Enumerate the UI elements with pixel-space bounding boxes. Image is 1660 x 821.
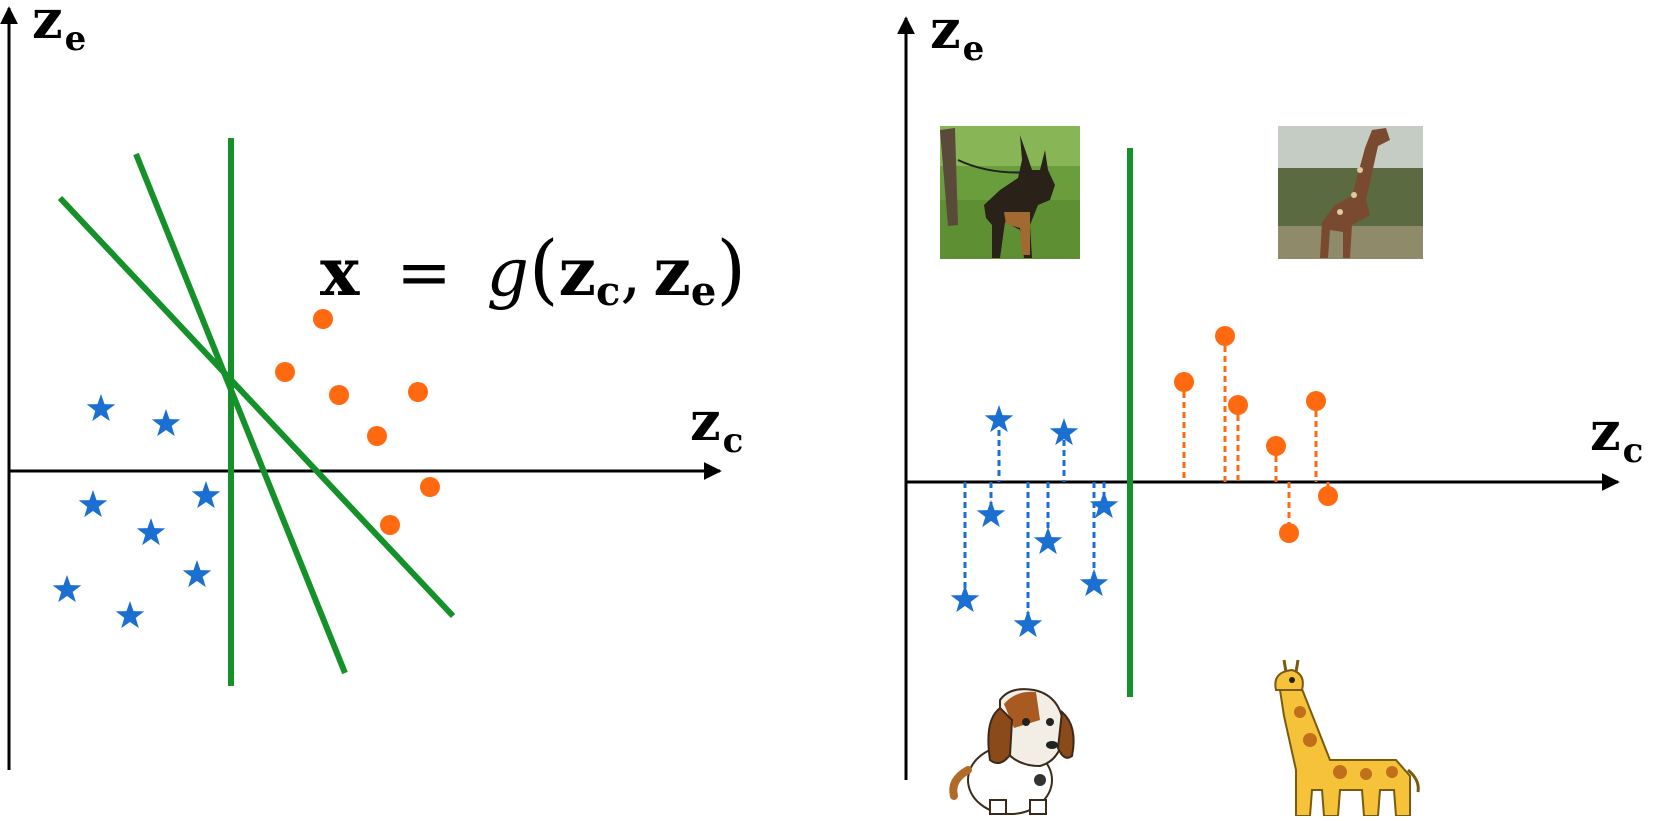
equation: x = g(zc,ze) [320, 224, 746, 315]
class-star-marker [984, 405, 1014, 433]
class-star-marker [78, 490, 108, 518]
giraffe-cartoon-image [1274, 659, 1420, 817]
class-star-marker [950, 585, 980, 613]
left-x-axis-label: zc [690, 389, 743, 461]
class-dot-marker [275, 362, 295, 382]
right-panel: ze zc [897, 0, 1643, 817]
class-star-marker [1033, 527, 1063, 555]
class-dot-marker [408, 382, 428, 402]
right-y-axis-label: ze [930, 0, 984, 69]
class-star-marker [1079, 569, 1109, 597]
class-star-marker [191, 481, 221, 509]
giraffe-photo-image [1278, 126, 1423, 259]
class-dot-marker [380, 515, 400, 535]
class-star-marker [86, 394, 116, 422]
left-panel: ze zc x = g(zc,ze) [0, 0, 746, 770]
class-dot-marker [1266, 436, 1286, 456]
dog-cartoon-image [949, 688, 1075, 815]
class-star-marker [1013, 610, 1043, 638]
class-star-marker [151, 409, 181, 437]
star-connectors [963, 430, 1106, 625]
class-dot-marker [1318, 486, 1338, 506]
boundary-line-shallow [57, 195, 456, 619]
class-star-marker [976, 500, 1006, 528]
right-x-axis-label: zc [1590, 399, 1643, 471]
class-star-marker [52, 575, 82, 603]
dog-photo-image [940, 126, 1080, 259]
boundary-line-steep [133, 152, 348, 675]
class-dot-marker [1228, 395, 1248, 415]
left-y-axis-label: ze [32, 0, 86, 59]
class-dot-marker [1174, 372, 1194, 392]
class-dot-marker [420, 477, 440, 497]
dot-connectors [1182, 336, 1330, 533]
class-star-marker [115, 601, 145, 629]
class-star-marker [182, 560, 212, 588]
class-dot-marker [313, 309, 333, 329]
class-dot-marker [329, 385, 349, 405]
class-dot-marker [1279, 523, 1299, 543]
class-star-marker [136, 518, 166, 546]
class-dot-marker [367, 426, 387, 446]
class-dot-marker [1306, 391, 1326, 411]
class-dot-marker [1215, 326, 1235, 346]
